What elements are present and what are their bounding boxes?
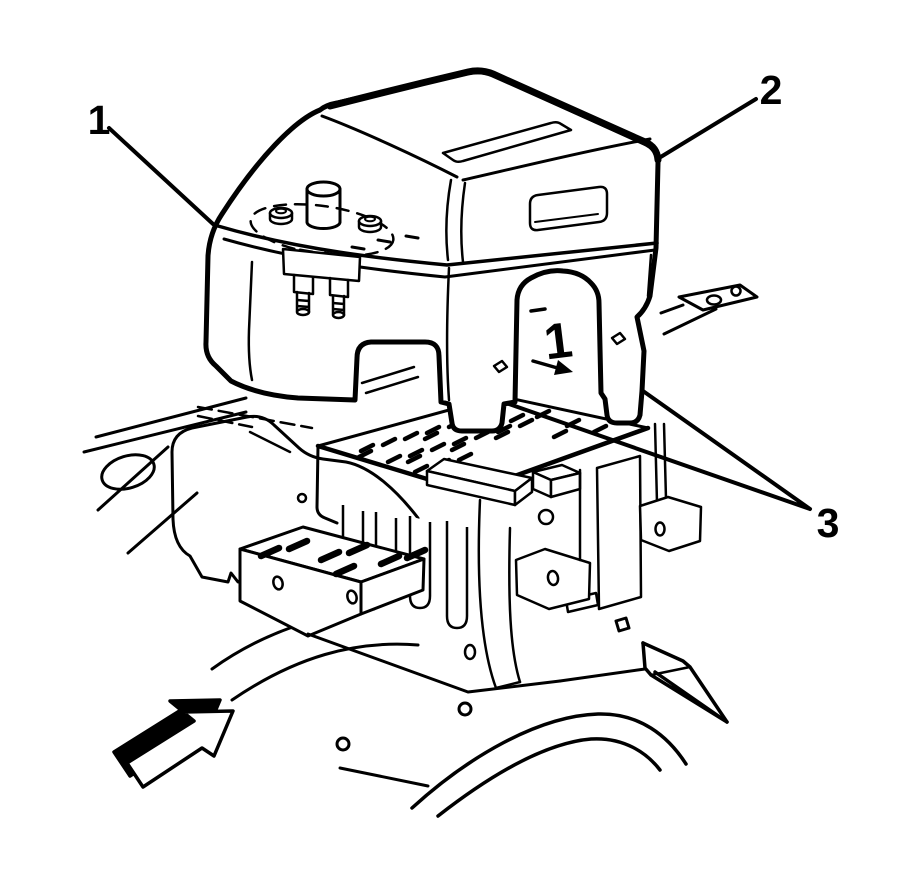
marking-arrow-head xyxy=(554,360,573,375)
callout-1: 1 xyxy=(88,97,215,226)
block-hole xyxy=(537,508,555,526)
cover-nub-detail xyxy=(492,359,509,374)
panel-hole xyxy=(335,736,351,752)
callout-3-leaders xyxy=(507,389,812,511)
hidden-rail-line xyxy=(196,414,254,429)
cover-position-marking: 1 xyxy=(529,307,575,375)
cover-terminal-connectors xyxy=(247,247,362,382)
panel-hole xyxy=(457,701,473,717)
callout-1-label: 1 xyxy=(88,97,111,143)
cover-label-recess xyxy=(441,120,573,164)
fender-line xyxy=(230,642,420,702)
callout-3: 3 xyxy=(507,389,840,546)
bracket-hole xyxy=(346,589,358,605)
fuse-block-cover: 1 xyxy=(203,67,662,434)
battery-stud xyxy=(305,180,342,230)
strut-tower-bracket xyxy=(170,414,420,521)
right-foot-bracket xyxy=(638,495,703,553)
bracket-slot-marks xyxy=(257,537,429,578)
cover-top-face-edge xyxy=(461,137,652,182)
tower-detail-line xyxy=(248,430,292,454)
stud-nut xyxy=(268,206,294,226)
cover-handle-recess xyxy=(528,185,609,232)
block-bottom-edge xyxy=(306,632,562,694)
callout-2: 2 xyxy=(657,67,783,160)
tab-hole xyxy=(705,294,723,306)
cover-front-crease xyxy=(445,266,451,402)
left-mounting-bracket xyxy=(238,525,429,638)
handle-recess-inner-line xyxy=(534,213,599,223)
rail-edge-line xyxy=(126,491,199,555)
cover-ridge-upper xyxy=(216,224,659,267)
relay-cube xyxy=(531,463,582,499)
front-direction-arrow xyxy=(112,698,235,789)
bracket-hole xyxy=(272,575,284,591)
frame-rail-line xyxy=(94,396,248,439)
wheel-arch-outer xyxy=(410,712,688,810)
rail-slot-hole xyxy=(100,453,156,491)
rail-edge-line xyxy=(96,445,170,512)
right-bracket xyxy=(595,454,643,611)
terminal-pin xyxy=(331,294,346,320)
arrow-front-face xyxy=(125,709,235,789)
hidden-rail-line xyxy=(196,405,314,430)
panel-edge-line xyxy=(338,766,430,788)
cover-corner-column xyxy=(445,178,467,264)
center-bracket xyxy=(514,547,592,611)
tab-hole xyxy=(730,285,742,297)
side-strip-lines xyxy=(653,422,668,505)
cover-top-face-edge xyxy=(320,114,459,179)
callout-1-leader xyxy=(107,126,215,226)
wheel-arch-inner xyxy=(436,737,662,818)
window-see-through-lines xyxy=(360,365,420,395)
cover-top-thick-edge xyxy=(326,67,662,164)
relay-bar xyxy=(425,457,534,507)
terminal-pin xyxy=(295,290,311,317)
strut-tower-base xyxy=(171,517,256,584)
panel-flap xyxy=(558,584,729,724)
stud-nut xyxy=(357,214,383,234)
callout-2-label: 2 xyxy=(760,67,783,113)
block-hole xyxy=(296,492,308,504)
bracket-hole xyxy=(654,521,666,537)
frame-rail-line xyxy=(82,410,248,454)
callout-2-leader xyxy=(657,97,758,160)
bracket-hole xyxy=(463,643,477,661)
underhood-fuse-block xyxy=(238,394,703,694)
fuse-block-left-side xyxy=(315,444,339,525)
pointed-tab-indicator xyxy=(659,283,759,336)
marking-tick xyxy=(529,307,547,313)
bracket-hole xyxy=(546,569,560,587)
cover-right-inner-edge xyxy=(646,253,653,298)
cover-nub-detail xyxy=(610,331,627,346)
tab-leg-lines xyxy=(659,303,718,336)
flap-square-hole xyxy=(614,616,631,633)
callout-3-label: 3 xyxy=(817,500,840,546)
shelf-recess-dashed-outline xyxy=(249,202,395,258)
